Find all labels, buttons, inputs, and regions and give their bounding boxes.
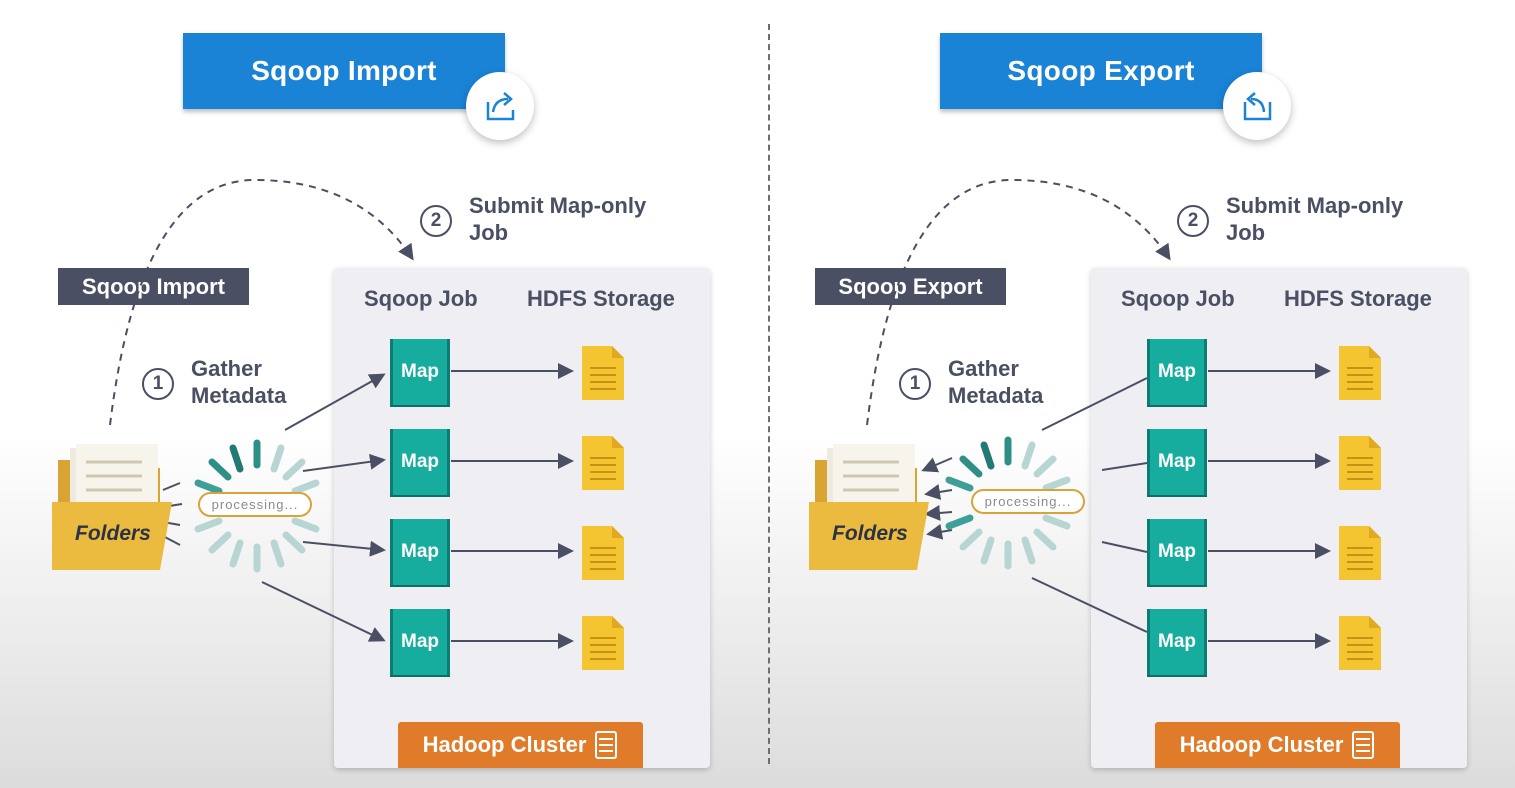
step-2-label: Submit Map-only Job — [469, 193, 647, 245]
sqoop-job-header: Sqoop Job — [364, 286, 478, 311]
step-1-badge: 1 — [142, 368, 174, 400]
sqoop-job-header: Sqoop Job — [1121, 286, 1235, 311]
folder-label: Folders — [832, 522, 908, 545]
folder-label: Folders — [75, 522, 151, 545]
panel-divider — [768, 24, 770, 764]
folder-icon — [809, 444, 929, 570]
folder-icon — [52, 444, 172, 570]
panel-title: Sqoop Export — [940, 33, 1262, 109]
document-icon — [582, 616, 624, 670]
step-2-badge: 2 — [1177, 205, 1209, 237]
map-task: Map — [390, 519, 450, 585]
server-icon — [1352, 731, 1375, 759]
step-1-badge: 1 — [899, 368, 931, 400]
loading-spinner-icon — [194, 439, 320, 573]
document-icon — [1339, 526, 1381, 580]
map-task: Map — [390, 609, 450, 675]
hadoop-cluster-text: Hadoop Cluster — [1179, 732, 1344, 757]
document-icon — [582, 526, 624, 580]
document-icon — [1339, 346, 1381, 400]
hdfs-storage-header: HDFS Storage — [527, 286, 675, 311]
sqoop-import-tag: Sqoop Import — [58, 268, 249, 305]
hadoop-cluster-label: Hadoop Cluster — [398, 722, 643, 768]
map-task: Map — [390, 429, 450, 495]
hdfs-storage-header: HDFS Storage — [1284, 286, 1432, 311]
map-task: Map — [1147, 519, 1207, 585]
document-icon — [1339, 436, 1381, 490]
hadoop-cluster-text: Hadoop Cluster — [422, 732, 587, 757]
map-task: Map — [1147, 339, 1207, 405]
map-task: Map — [1147, 429, 1207, 495]
import-panel: Sqoop Import Sqoop Job HDFS Storage Sqoo… — [0, 0, 757, 788]
document-icon — [582, 346, 624, 400]
step-2-badge: 2 — [420, 205, 452, 237]
map-task: Map — [1147, 609, 1207, 675]
step-2-label: Submit Map-only Job — [1226, 193, 1404, 245]
sqoop-export-tag: Sqoop Export — [815, 268, 1006, 305]
export-panel: Sqoop Export Sqoop Job HDFS Storage Sqoo… — [757, 0, 1514, 788]
hadoop-cluster-label: Hadoop Cluster — [1155, 722, 1400, 768]
map-task: Map — [390, 339, 450, 405]
share-out-icon — [466, 72, 534, 140]
server-icon — [595, 731, 618, 759]
panel-title: Sqoop Import — [183, 33, 505, 109]
processing-indicator: processing... — [971, 489, 1085, 514]
step-1-label: Gather Metadata — [948, 356, 1044, 408]
document-icon — [1339, 616, 1381, 670]
processing-indicator: processing... — [198, 492, 312, 517]
document-icon — [582, 436, 624, 490]
loading-spinner-icon — [945, 436, 1071, 570]
step-1-label: Gather Metadata — [191, 356, 287, 408]
share-in-icon — [1223, 72, 1291, 140]
